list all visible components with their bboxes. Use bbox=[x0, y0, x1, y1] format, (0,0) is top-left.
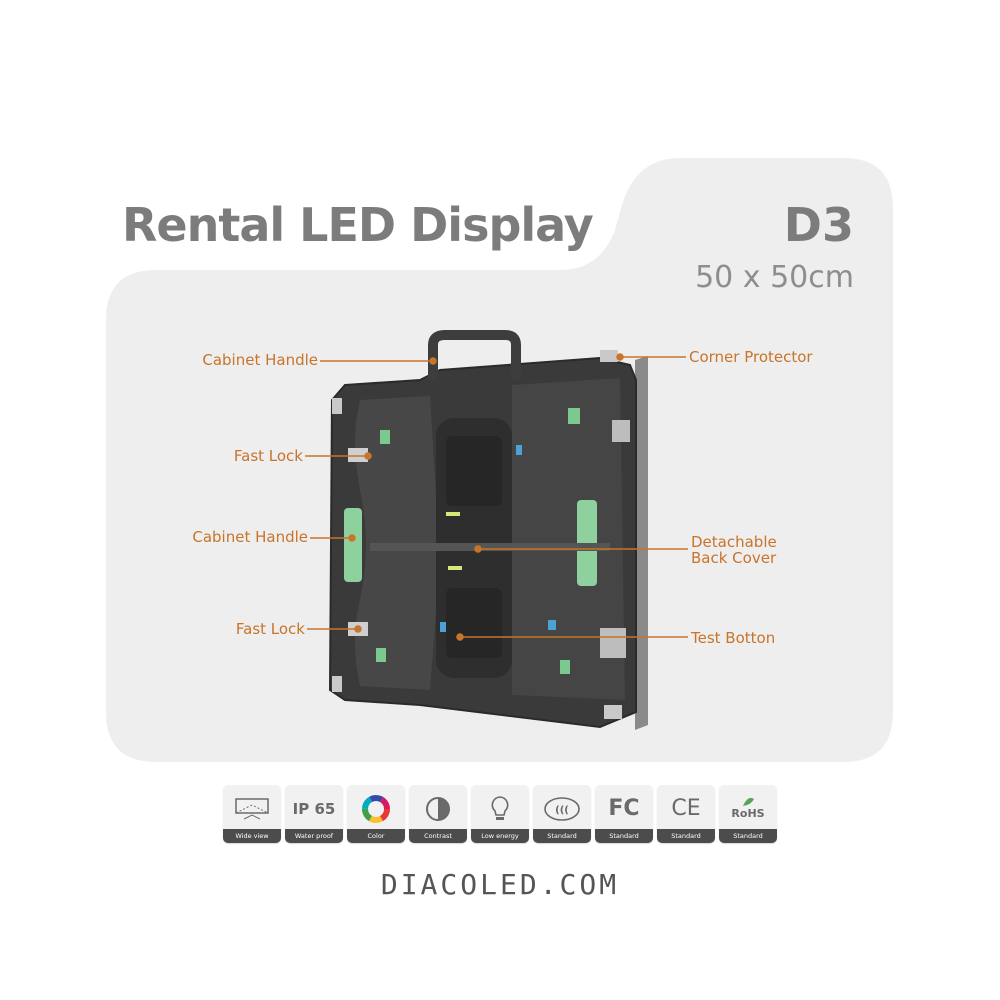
callout-fast-lock-bottom: Fast Lock bbox=[235, 620, 305, 638]
ce-icon: CE Standard bbox=[657, 785, 715, 843]
bulb-icon: Low energy bbox=[471, 785, 529, 843]
fc-icon: FC Standard bbox=[595, 785, 653, 843]
callout-test-button: Test Botton bbox=[691, 629, 776, 647]
model-size: 50 x 50cm bbox=[695, 260, 854, 295]
callout-detachable-line2: Back Cover bbox=[691, 549, 777, 567]
page-title: Rental LED Display bbox=[122, 198, 594, 252]
callout-corner-protector: Corner Protector bbox=[689, 348, 813, 366]
callout-fast-lock-top: Fast Lock bbox=[233, 447, 303, 465]
color-wheel-icon: Color bbox=[347, 785, 405, 843]
callout-detachable-line1: Detachable bbox=[691, 533, 777, 551]
callout-cabinet-handle-side: Cabinet Handle bbox=[192, 528, 308, 546]
rohs-icon: RoHS Standard bbox=[719, 785, 777, 843]
feature-icons-row: Wide view IP 65 Water proof Color Contra… bbox=[223, 785, 777, 843]
ccc-icon: ((( Standard bbox=[533, 785, 591, 843]
contrast-icon: Contrast bbox=[409, 785, 467, 843]
wide-view-icon: Wide view bbox=[223, 785, 281, 843]
callout-cabinet-handle-top: Cabinet Handle bbox=[202, 351, 318, 369]
svg-text:(((: ((( bbox=[555, 805, 569, 816]
ip65-icon: IP 65 Water proof bbox=[285, 785, 343, 843]
website-footer[interactable]: DIACOLED.COM bbox=[380, 868, 620, 901]
model-name: D3 bbox=[783, 198, 854, 252]
